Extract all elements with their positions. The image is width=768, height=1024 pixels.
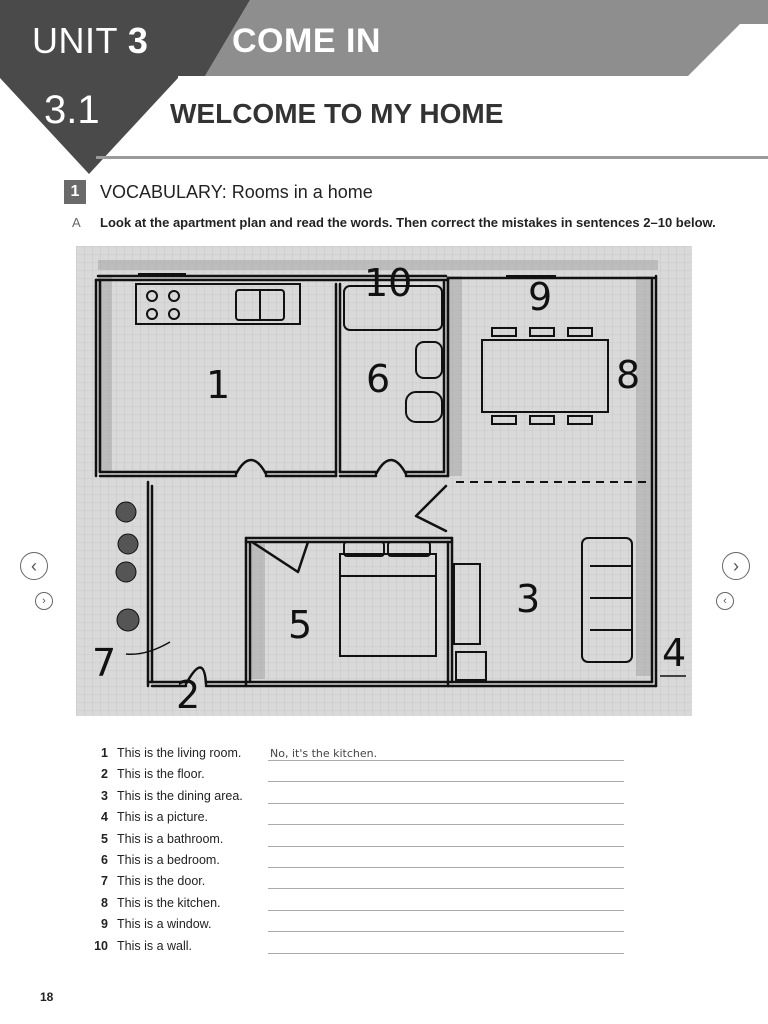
item-number: 9: [101, 917, 108, 932]
plan-label-10: 10: [364, 261, 412, 305]
chevron-right-icon: ›: [733, 555, 739, 576]
chevron-right-icon: ›: [42, 595, 46, 607]
answer-line: [268, 931, 624, 933]
item-number: 7: [101, 874, 108, 889]
item-sentence: This is a bedroom.: [117, 852, 220, 867]
lesson-number: 3.1: [44, 88, 100, 132]
plan-label-2: 2: [176, 673, 200, 716]
next-step-button[interactable]: ›: [35, 592, 53, 610]
answer-line: [268, 760, 624, 761]
list-item: 9 This is a window.: [86, 915, 646, 936]
answer-line: [268, 888, 624, 890]
answer-line: [268, 866, 624, 868]
sentence-list: 1 This is the living room. No, it's the …: [86, 744, 646, 958]
item-number: 1: [101, 746, 108, 760]
answer-line: [268, 952, 624, 954]
previous-step-button[interactable]: ‹: [716, 592, 734, 610]
section-number-badge: 1: [64, 180, 86, 204]
item-sentence: This is a window.: [117, 917, 212, 932]
apartment-floor-plan: 1 2 3 4 5 6 7 8 9 10: [76, 246, 692, 716]
plan-label-1: 1: [206, 363, 230, 407]
chevron-left-icon: ‹: [723, 595, 727, 607]
item-number: 2: [101, 767, 108, 782]
list-item: 8 This is the kitchen.: [86, 894, 646, 915]
answer-field[interactable]: No, it's the kitchen.: [270, 747, 378, 760]
chevron-left-icon: ‹: [31, 555, 37, 576]
title-divider: [96, 156, 768, 159]
list-item: 10 This is a wall.: [86, 937, 646, 958]
item-number: 5: [101, 831, 108, 846]
page-number: 18: [40, 990, 54, 1004]
item-sentence: This is the floor.: [117, 767, 205, 782]
answer-line: [268, 802, 624, 804]
exercise-letter: A: [72, 215, 81, 230]
section-title: VOCABULARY: Rooms in a home: [100, 182, 373, 202]
item-sentence: This is the door.: [117, 874, 206, 889]
list-item: 7 This is the door.: [86, 872, 646, 893]
item-number: 10: [94, 938, 108, 953]
unit-word: UNIT: [32, 20, 118, 61]
item-sentence: This is the dining area.: [117, 788, 243, 803]
unit-title: COME IN: [232, 22, 381, 60]
answer-line: [268, 824, 624, 826]
item-number: 6: [101, 852, 108, 867]
plan-label-4: 4: [662, 631, 686, 675]
answer-line: [268, 909, 624, 911]
unit-banner-label-background: [0, 0, 250, 76]
item-number: 8: [101, 895, 108, 910]
answer-line: [268, 781, 624, 783]
lesson-title: WELCOME TO MY HOME: [170, 98, 504, 129]
item-sentence: This is a bathroom.: [117, 831, 224, 846]
plan-label-7: 7: [92, 641, 116, 685]
answer-line: [268, 845, 624, 847]
next-page-button[interactable]: ›: [722, 552, 750, 580]
plan-label-5: 5: [288, 603, 312, 647]
list-item: 3 This is the dining area.: [86, 787, 646, 808]
unit-label: UNIT 3: [32, 20, 148, 62]
item-number: 3: [101, 788, 108, 803]
item-number: 4: [101, 810, 108, 825]
plan-label-6: 6: [366, 357, 390, 401]
plan-label-8: 8: [616, 353, 640, 397]
list-item: 2 This is the floor.: [86, 765, 646, 786]
unit-banner-background: [205, 0, 768, 76]
previous-page-button[interactable]: ‹: [20, 552, 48, 580]
exercise-instruction: Look at the apartment plan and read the …: [100, 215, 716, 230]
list-item: 4 This is a picture.: [86, 808, 646, 829]
item-sentence: This is the living room.: [117, 746, 242, 760]
item-sentence: This is the kitchen.: [117, 895, 221, 910]
list-item: 5 This is a bathroom.: [86, 830, 646, 851]
plan-label-3: 3: [516, 577, 540, 621]
list-item: 6 This is a bedroom.: [86, 851, 646, 872]
list-item: 1 This is the living room. No, it's the …: [86, 744, 646, 765]
item-sentence: This is a wall.: [117, 938, 193, 953]
unit-number: 3: [127, 20, 149, 61]
plan-label-9: 9: [528, 275, 552, 319]
item-sentence: This is a picture.: [117, 810, 209, 825]
